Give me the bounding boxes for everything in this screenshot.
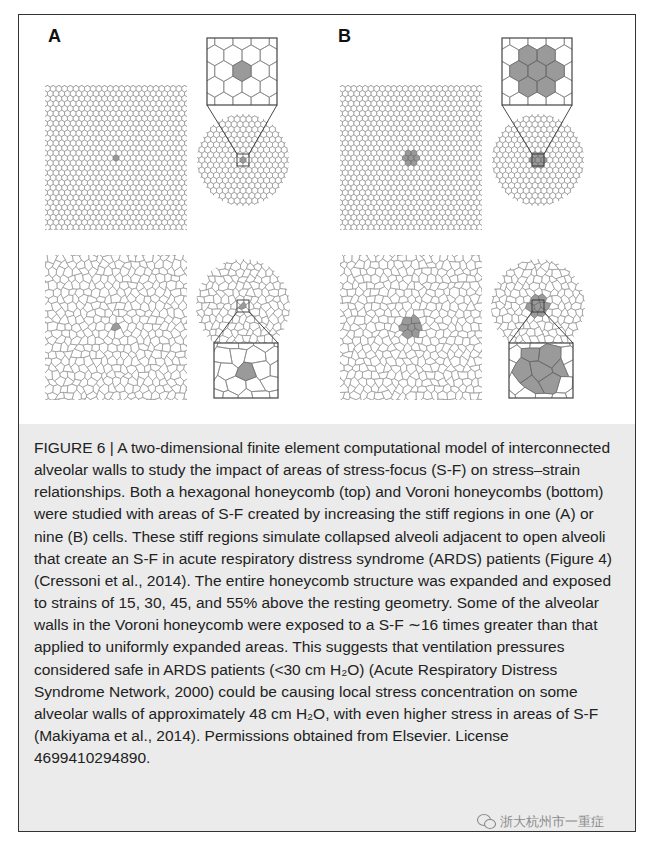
zoom-line [249, 105, 277, 154]
alveolar-wall [45, 85, 187, 230]
wechat-icon [478, 815, 496, 829]
panel-label: A [48, 26, 61, 47]
honeycomb [45, 85, 187, 230]
honeycomb [502, 38, 572, 105]
alveolar-wall [418, 188, 649, 424]
inset-border [214, 343, 278, 398]
inset-border [207, 38, 277, 105]
alveolar-wall [340, 85, 482, 230]
honeycomb-ground [214, 343, 278, 398]
zoom-line [214, 312, 237, 343]
inset-border [502, 38, 572, 105]
stiff-region [512, 344, 569, 394]
stiff-region [240, 157, 246, 164]
zoom-square [237, 154, 249, 166]
honeycomb [45, 255, 187, 400]
honeycomb [207, 38, 277, 105]
stiff-region [238, 302, 246, 310]
alveolar-wall [340, 255, 482, 400]
honeycomb [418, 188, 649, 424]
honeycomb-ground [502, 38, 572, 105]
stiff-region [235, 362, 256, 381]
zoom-line [502, 105, 532, 154]
alveolar-wall [207, 38, 277, 105]
alveolar-wall [214, 343, 278, 398]
honeycomb [509, 343, 573, 398]
watermark: 浙大杭州市一重症 [500, 813, 604, 831]
honeycomb-ground [207, 38, 277, 105]
figure-border [19, 15, 636, 832]
stiff-region [233, 61, 251, 82]
stiff-region [399, 314, 423, 339]
caption-ground [19, 424, 635, 831]
honeycomb-ground [340, 85, 482, 230]
alveolar-wall [45, 255, 187, 400]
stiff-region [113, 155, 119, 162]
stiff-region [510, 45, 565, 98]
alveolar-wall [123, 188, 366, 424]
zoom-square [532, 154, 544, 166]
zoom-line [544, 105, 572, 154]
zoom-line [509, 312, 532, 343]
figure-caption: FIGURE 6 | A two-dimensional finite elem… [34, 437, 622, 769]
alveolar-wall [509, 343, 573, 398]
honeycomb [123, 188, 366, 424]
panel-label: B [338, 26, 351, 47]
honeycomb [340, 85, 482, 230]
zoom-square [532, 300, 544, 312]
inset-border [509, 343, 573, 398]
zoom-line [544, 312, 573, 343]
honeycomb-ground [45, 85, 187, 230]
stiff-region [111, 323, 121, 331]
zoom-line [249, 312, 278, 343]
honeycomb-group [0, 0, 649, 829]
zoom-line [207, 105, 237, 154]
wechat-bubble [485, 820, 496, 829]
honeycomb [214, 343, 278, 398]
honeycomb-ground [509, 343, 573, 398]
stiff-region [402, 150, 419, 167]
zoom-square [237, 300, 249, 312]
honeycomb [340, 255, 482, 400]
alveolar-wall [502, 38, 572, 105]
